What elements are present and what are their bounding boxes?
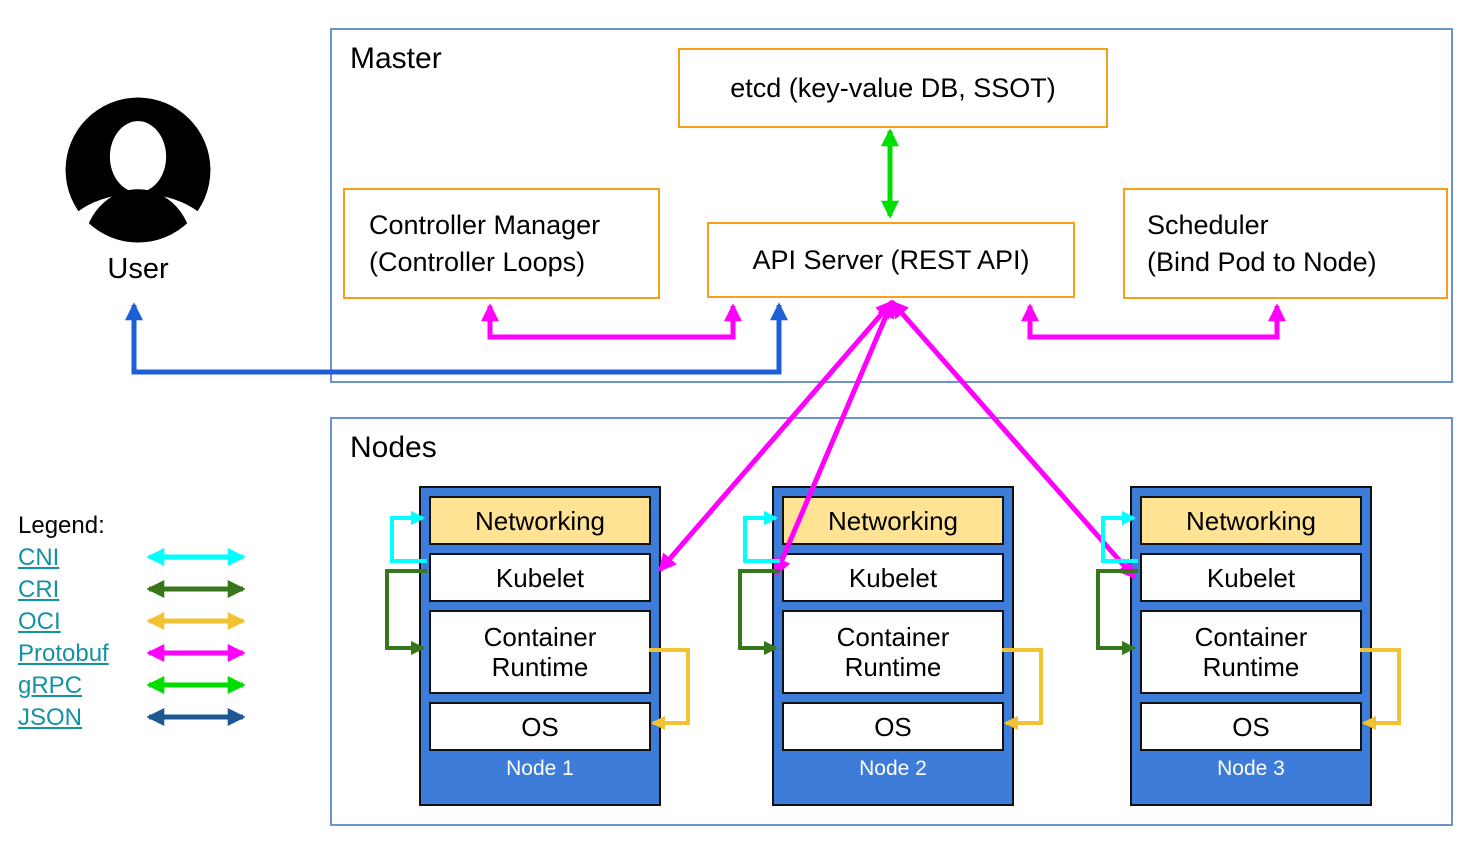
controller-manager-label-line1: Controller Manager <box>369 209 601 240</box>
legend-link-cri[interactable]: CRI <box>18 576 60 603</box>
legend-link-json[interactable]: JSON <box>18 704 83 731</box>
legend-title: Legend: <box>18 512 105 539</box>
node-3-kubelet-tile: Kubelet <box>1140 553 1362 602</box>
legend-link-oci[interactable]: OCI <box>18 608 61 635</box>
master-title: Master <box>350 42 442 75</box>
node-2-name: Node 2 <box>859 757 927 780</box>
node-3-card: Networking Kubelet Container Runtime OS … <box>1130 486 1372 806</box>
legend-link-grpc[interactable]: gRPC <box>18 672 83 699</box>
nodes-title: Nodes <box>350 431 437 464</box>
node-2-kubelet-label: Kubelet <box>848 562 938 593</box>
node-3-name: Node 3 <box>1217 757 1285 780</box>
etcd-box: etcd (key-value DB, SSOT) <box>678 48 1108 128</box>
node-1-networking-tile: Networking <box>429 496 651 545</box>
node-1-kubelet-tile: Kubelet <box>429 553 651 602</box>
node-2-kubelet-tile: Kubelet <box>782 553 1004 602</box>
node-2-os-label: OS <box>874 711 912 742</box>
api-server-box: API Server (REST API) <box>707 222 1075 298</box>
node-3-container-runtime-label: Container Runtime <box>1194 622 1308 682</box>
scheduler-box: Scheduler (Bind Pod to Node) <box>1123 188 1448 299</box>
node-3-os-label: OS <box>1232 711 1270 742</box>
node-1-name: Node 1 <box>506 757 574 780</box>
user-label: User <box>107 253 169 285</box>
node-1-container-runtime-tile: Container Runtime <box>429 610 651 694</box>
node-2-networking-tile: Networking <box>782 496 1004 545</box>
node-1-networking-label: Networking <box>474 505 606 536</box>
controller-manager-label-line2: (Controller Loops) <box>369 246 586 277</box>
node-2-container-runtime-label: Container Runtime <box>836 622 950 682</box>
legend: Legend: CNI CRI OCI Protobuf gRPC JSON <box>18 510 109 734</box>
node-1-os-tile: OS <box>429 702 651 751</box>
node-3-networking-label: Networking <box>1185 505 1317 536</box>
node-1-os-label: OS <box>521 711 559 742</box>
node-2-card: Networking Kubelet Container Runtime OS … <box>772 486 1014 806</box>
node-1-card: Networking Kubelet Container Runtime OS … <box>419 486 661 806</box>
master-group: Master etcd (key-value DB, SSOT) Control… <box>330 28 1453 383</box>
legend-link-cni[interactable]: CNI <box>18 544 60 571</box>
user-icon <box>65 97 211 243</box>
node-3-networking-tile: Networking <box>1140 496 1362 545</box>
node-3-os-tile: OS <box>1140 702 1362 751</box>
scheduler-label-line2: (Bind Pod to Node) <box>1147 246 1377 277</box>
node-2-container-runtime-tile: Container Runtime <box>782 610 1004 694</box>
nodes-group: Nodes Networking Kubelet Container Runti… <box>330 417 1453 826</box>
node-1-container-runtime-label: Container Runtime <box>483 622 597 682</box>
controller-manager-box: Controller Manager (Controller Loops) <box>343 188 660 299</box>
node-2-networking-label: Networking <box>827 505 959 536</box>
node-2-os-tile: OS <box>782 702 1004 751</box>
node-1-kubelet-label: Kubelet <box>495 562 585 593</box>
node-3-kubelet-label: Kubelet <box>1206 562 1296 593</box>
api-server-label: API Server (REST API) <box>752 244 1030 275</box>
legend-link-protobuf[interactable]: Protobuf <box>18 640 109 667</box>
etcd-label: etcd (key-value DB, SSOT) <box>730 72 1056 103</box>
scheduler-label-line1: Scheduler <box>1147 209 1269 240</box>
node-3-container-runtime-tile: Container Runtime <box>1140 610 1362 694</box>
